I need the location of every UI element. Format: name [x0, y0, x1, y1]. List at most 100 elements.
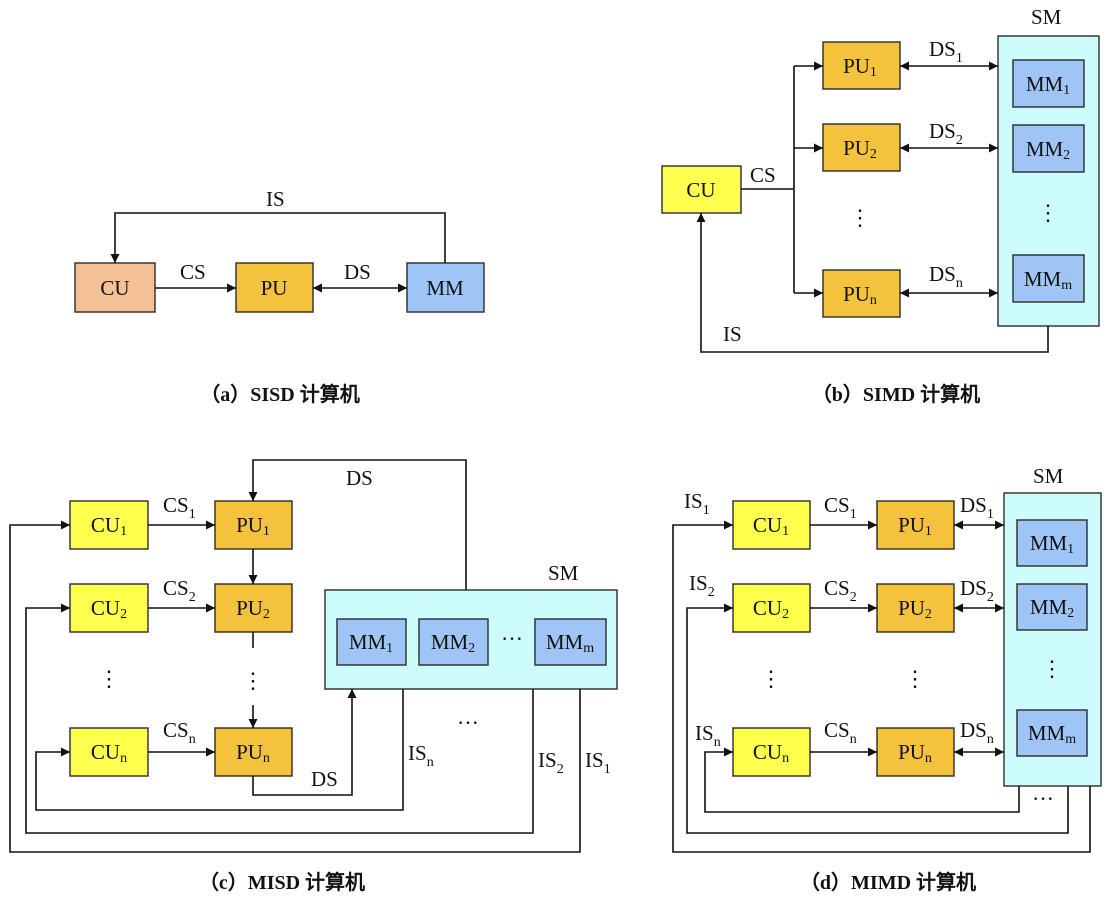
is-2-arrow — [25, 603, 534, 834]
vertical-dots: ⋮ — [1037, 200, 1059, 225]
pu-2-label: PU2 — [843, 136, 877, 162]
is-2-label: IS2 — [538, 748, 564, 777]
panel-misd: CU1 CU2 ⋮ CUn PU1 PU2 PUn CS1 CS2 CSn ⋮ … — [9, 459, 618, 894]
mm-m-label: MMm — [1024, 267, 1072, 293]
pu-1-box — [214, 500, 293, 550]
pu-2-label: PU2 — [898, 596, 932, 622]
ds-2-label: DS2 — [929, 119, 963, 148]
pu-n-box — [822, 269, 901, 318]
pu-1-label: PU1 — [898, 513, 932, 539]
mm-2-box — [418, 618, 489, 666]
is-label: IS — [266, 187, 285, 211]
mm-m-box — [1016, 709, 1088, 757]
is-1-arrow — [9, 520, 581, 853]
cu-n-box — [732, 727, 811, 777]
sm-label: SM — [548, 561, 579, 585]
cu-2-label: CU2 — [753, 596, 789, 622]
mm-m-box — [534, 618, 607, 666]
cu-2-box — [732, 583, 811, 633]
pu-box — [235, 262, 314, 313]
pu-1-label: PU1 — [843, 54, 877, 80]
mm-2-label: MM2 — [1030, 595, 1074, 621]
vertical-dots: ⋮ — [242, 668, 264, 693]
sm-label: SM — [1033, 464, 1064, 488]
mm-1-box — [1012, 59, 1085, 108]
vertical-dots: ⋮ — [849, 205, 871, 230]
cu-label: CU — [686, 178, 715, 202]
vertical-dots: ⋮ — [1041, 656, 1063, 681]
pu-n-label: PUn — [898, 740, 932, 766]
mm-label: MM — [426, 276, 464, 300]
cu-1-label: CU1 — [753, 513, 789, 539]
mm-m-label: MMm — [1028, 721, 1076, 747]
mm-2-label: MM2 — [431, 630, 475, 656]
mm-1-box — [1016, 519, 1088, 567]
ds-1-label: DS1 — [929, 37, 963, 66]
ds-label: DS — [344, 260, 371, 284]
mm-1-box — [336, 618, 407, 666]
mm-1-label: MM1 — [1030, 531, 1074, 557]
cu-n-label: CUn — [753, 740, 789, 766]
is-label: IS — [723, 322, 742, 346]
mm-2-box — [1012, 124, 1085, 173]
panel-simd: SM MM1 MM2 ⋮ MMm PU1 PU2 ⋮ PUn DS1 DS2 D… — [661, 5, 1100, 406]
horizontal-dots: ··· — [1032, 786, 1054, 811]
pu-2-label: PU2 — [236, 596, 270, 622]
is-1-label: IS1 — [585, 748, 611, 777]
ds-bottom-label: DS — [311, 767, 338, 791]
horizontal-dots: ··· — [501, 626, 523, 651]
cs-n-label: CSn — [824, 718, 857, 747]
is-n-arrow — [35, 689, 404, 811]
ds-1-label: DS1 — [960, 493, 994, 522]
sm-label: SM — [1031, 5, 1062, 29]
is-arrow — [696, 213, 1049, 353]
mm-m-box — [1012, 254, 1085, 303]
mm-m-label: MMm — [546, 630, 594, 656]
is-2-label: IS2 — [689, 571, 715, 600]
cu-2-label: CU2 — [91, 596, 127, 622]
cu-label: CU — [100, 276, 129, 300]
cu-n-label: CUn — [91, 740, 127, 766]
caption-mimd: （d）MIMD 计算机 — [800, 870, 976, 894]
mm-1-label: MM1 — [349, 630, 393, 656]
is-1-arrow — [672, 520, 1091, 853]
ds-top-arrow — [248, 459, 467, 590]
cs-1-label: CS1 — [163, 493, 196, 522]
caption-sisd: （a）SISD 计算机 — [200, 382, 359, 406]
cu-2-box — [69, 583, 149, 633]
ds-2-label: DS2 — [960, 576, 994, 605]
cs-2-label: CS2 — [163, 576, 196, 605]
cu-1-box — [69, 500, 149, 550]
vertical-dots: ⋮ — [760, 666, 782, 691]
ds-n-label: DSn — [929, 262, 963, 291]
cs-n-label: CSn — [163, 718, 196, 747]
pu-2-box — [822, 123, 901, 172]
cs-1-label: CS1 — [824, 493, 857, 522]
panel-sisd: CU PU MM CS DS IS （a）SISD 计算机 — [74, 187, 485, 406]
cu-box — [74, 262, 156, 313]
cs-2-label: CS2 — [824, 576, 857, 605]
pu-1-label: PU1 — [236, 513, 270, 539]
is-n-label: ISn — [408, 741, 434, 770]
vertical-dots: ⋮ — [98, 666, 120, 691]
cu-1-label: CU1 — [91, 513, 127, 539]
ds-bottom-arrow — [252, 689, 357, 796]
mm-2-box — [1016, 583, 1088, 631]
caption-misd: （c）MISD 计算机 — [199, 870, 365, 894]
is-n-arrow — [704, 747, 1020, 813]
vertical-dots: ⋮ — [904, 666, 926, 691]
caption-simd: （b）SIMD 计算机 — [812, 382, 980, 406]
pu-n-box — [214, 727, 293, 777]
pu-n-label: PUn — [236, 740, 270, 766]
mm-2-label: MM2 — [1026, 137, 1070, 163]
ds-top-label: DS — [346, 466, 373, 490]
pu-n-box — [876, 727, 955, 777]
ds-n-label: DSn — [960, 718, 994, 747]
cu-1-box — [732, 500, 811, 550]
is-2-arrow — [686, 603, 1069, 834]
horizontal-dots: ··· — [457, 710, 479, 735]
is-n-label: ISn — [695, 721, 721, 750]
pu-label: PU — [261, 276, 288, 300]
is-1-label: IS1 — [684, 489, 710, 518]
